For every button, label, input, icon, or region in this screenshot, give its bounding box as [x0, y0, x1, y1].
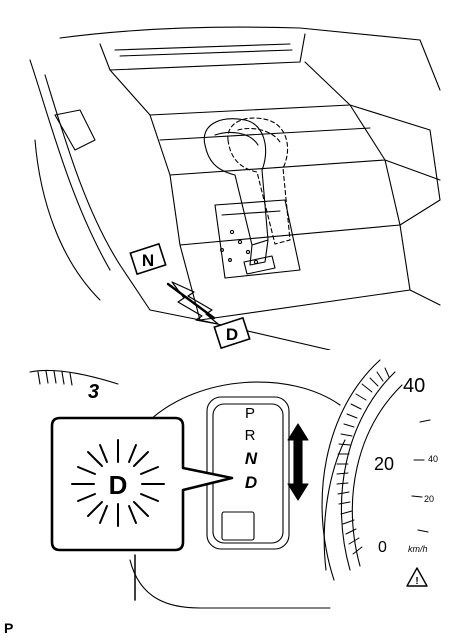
- gear-position-p: P: [245, 405, 255, 422]
- left-gauge-ticks: [37, 370, 73, 386]
- gear-position-indicator: P R N D: [245, 405, 258, 492]
- speedo-small-label-40: 40: [428, 454, 438, 464]
- speedo-small-label-20: 20: [424, 494, 434, 504]
- warning-icon: !: [415, 576, 418, 587]
- illumination-rays: [71, 439, 165, 527]
- speedo-label-0: 0: [378, 539, 387, 556]
- gear-position-d: D: [245, 473, 257, 492]
- callout-gear-letter: D: [109, 470, 128, 500]
- gate-label-d-box: D: [213, 316, 251, 350]
- speedo-unit: km/h: [408, 544, 428, 554]
- left-gauge-numeral: 3: [88, 381, 99, 403]
- gate-label-n-box: N: [129, 242, 167, 276]
- figure-code: P: [4, 620, 14, 636]
- gear-position-n: N: [245, 449, 258, 468]
- speedometer-ticks: [336, 367, 390, 555]
- speedo-label-40: 40: [403, 375, 425, 397]
- gear-position-r: R: [245, 427, 256, 444]
- speedo-label-20: 20: [374, 454, 394, 474]
- gate-label-d: D: [226, 325, 238, 344]
- gate-label-n: N: [142, 251, 154, 270]
- shift-lever-illustration: N D: [29, 26, 441, 350]
